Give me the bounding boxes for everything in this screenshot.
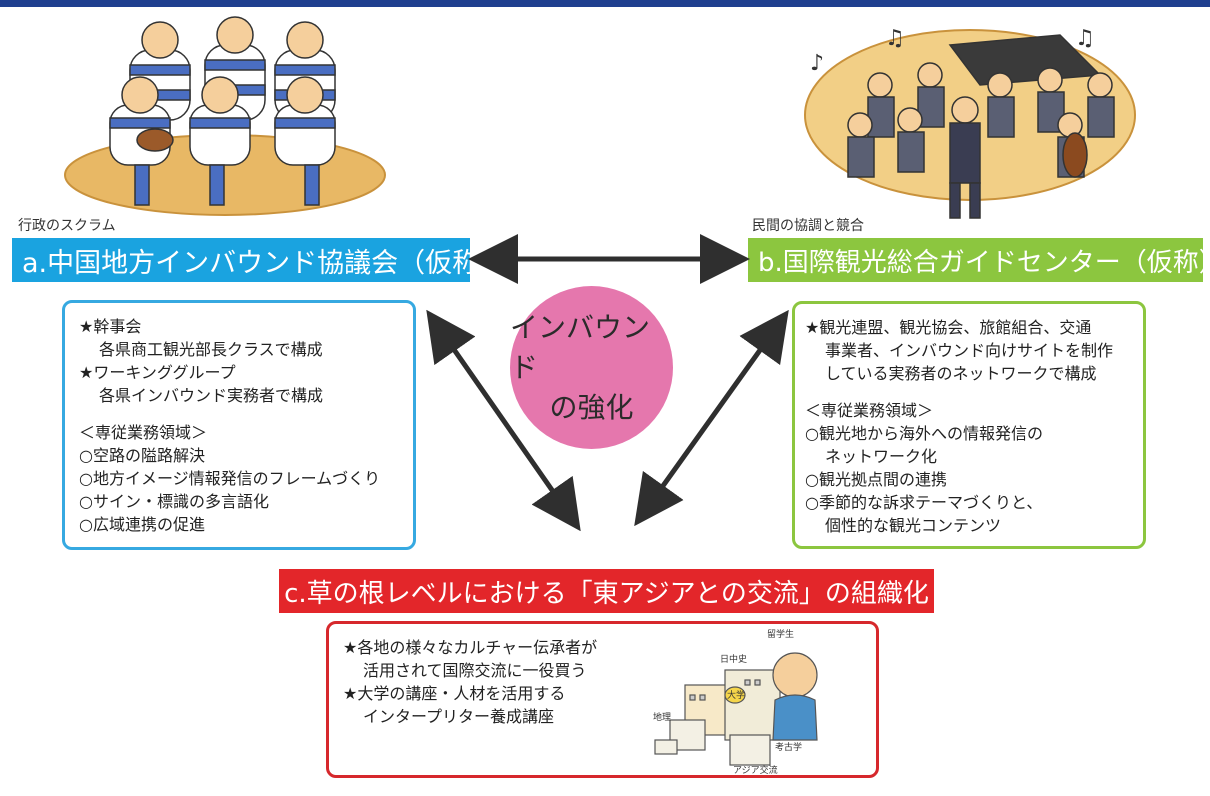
svg-text:♪: ♪ [810,51,824,76]
orchestra-illustration: ♪ ♫ ♫ [804,26,1136,219]
box-b-line: 個性的な観光コンテンツ [825,516,1002,535]
box-c-line: 活用されて国際交流に一役買う [363,661,587,680]
box-a-line: ○広域連携の促進 [79,515,205,534]
svg-text:♫: ♫ [885,26,905,51]
box-a-details: ★幹事会 各県商工観光部長クラスで構成 ★ワーキンググループ 各県インバウンド実… [62,300,416,550]
box-a-line: ★幹事会 [79,317,142,336]
box-b-line: ○観光拠点間の連携 [805,470,947,489]
box-b-line: ★観光連盟、観光協会、旅館組合、交通 [805,318,1092,337]
spacer [79,407,403,421]
box-b-line: 事業者、インバウンド向けサイトを制作 [825,341,1114,360]
title-a-chugoku-inbound-council: a.中国地方インバウンド協議会（仮称） [12,238,506,282]
center-line-1: インバウンド [510,310,651,384]
box-b-details: ★観光連盟、観光協会、旅館組合、交通 事業者、インバウンド向けサイトを制作 して… [792,301,1146,549]
box-b-line: ＜専従業務領域＞ [805,401,934,420]
top-banner-strip [0,0,1210,7]
box-a-line: 各県商工観光部長クラスで構成 [99,340,323,359]
music-notes: ♪ ♫ ♫ [810,26,1095,76]
box-c-line: ★各地の様々なカルチャー伝承者が [343,638,598,657]
title-c-grassroots-east-asia-exchange: c.草の根レベルにおける「東アジアとの交流」の組織化 [279,569,934,613]
campus-label-geography: 地理 [653,711,671,723]
campus-label-student: 留学生 [767,628,794,640]
box-a-line: 各県インバウンド実務者で構成 [99,386,324,405]
box-a-line: ○地方イメージ情報発信のフレームづくり [79,469,381,488]
title-b-intl-tourism-guide-center: b.国際観光総合ガイドセンター（仮称） [748,238,1210,282]
arrow-b-c [634,309,789,527]
musicians [847,34,1115,219]
box-a-line: ＜専従業務領域＞ [79,423,208,442]
center-line-2: の強化 [549,390,634,424]
campus-label-university: 大学 [727,689,745,701]
rugby-scrum-illustration [64,16,386,216]
campus-label-archaeology: 考古学 [775,741,802,753]
svg-text:♫: ♫ [1075,26,1095,51]
caption-a: 行政のスクラム [18,218,116,234]
caption-b: 民間の協調と競合 [752,218,864,234]
box-c-line: インタープリター養成講座 [363,707,555,726]
box-a-line: ○空路の隘路解決 [79,446,205,465]
box-b-line: ネットワーク化 [825,447,938,466]
box-a-line: ○サイン・標識の多言語化 [79,492,269,511]
box-a-line: ★ワーキンググループ [79,363,236,382]
box-b-line: ○季節的な訴求テーマづくりと、 [805,493,1043,512]
center-circle-inbound: インバウンド の強化 [510,286,673,449]
campus-label-intl-history: 日中史 [720,653,747,665]
box-b-line: している実務者のネットワークで構成 [825,364,1097,383]
rugby-players [109,16,336,206]
campus-illustration: 留学生 日中史 地理 大学 考古学 アジア交流 [653,628,818,775]
box-c-line: ★大学の講座・人材を活用する [343,684,566,703]
campus-label-asia-exchange: アジア交流 [733,764,778,775]
box-b-line: ○観光地から海外への情報発信の [805,424,1043,443]
arrow-a-c [426,309,581,532]
spacer [805,385,1135,399]
